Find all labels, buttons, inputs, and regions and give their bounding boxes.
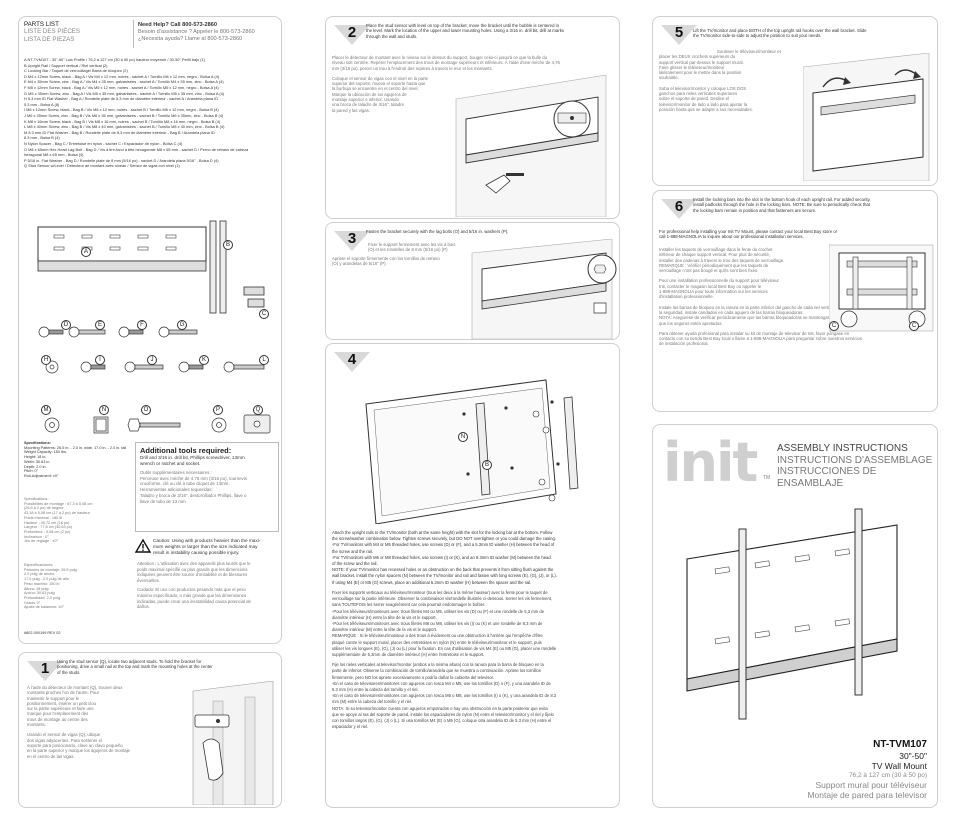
- step-6-help: For professional help installing your In…: [659, 229, 838, 240]
- step-4-illustration: [365, 379, 579, 524]
- label-j: J: [147, 355, 157, 365]
- label-p: P: [213, 405, 223, 415]
- step-6-illustration: [829, 244, 934, 332]
- specs-en: Specifications: Mounting Patterns: 26.5 …: [24, 441, 127, 478]
- step-5-illustration: [803, 53, 930, 181]
- step-1-text: Using the stud sensor (Q), locate two ad…: [57, 659, 213, 675]
- label-b: B: [482, 460, 492, 470]
- step-3-number: 3: [334, 229, 380, 255]
- label-c: C: [259, 309, 269, 319]
- step-4-panel: 4 N B B Attach the upright rails to the …: [325, 343, 620, 808]
- step-2-text: Place the stud sensor with level on top …: [366, 23, 564, 39]
- parts-title: PARTS LIST LISTE DES PIÈCES LISTA DE PIE…: [24, 21, 81, 43]
- step-1-illustration: [192, 681, 274, 805]
- label-e: E: [95, 320, 105, 330]
- label-h: H: [41, 355, 51, 365]
- step-6-number: 6: [661, 197, 707, 223]
- label-g: G: [177, 320, 187, 330]
- caution-block: Caution: Using with products heavier tha…: [135, 538, 261, 610]
- cover-product-illustration: [686, 508, 898, 720]
- label-d: D: [61, 320, 71, 330]
- step-5-text: Lift the TV/monitor and place BOTH of th…: [693, 28, 867, 39]
- size-label-fr: 76,2 à 127 cm (30 à 50 po): [848, 772, 927, 779]
- label-q: Q: [253, 405, 263, 415]
- step-2-panel: 2 Place the stud sensor with level on to…: [325, 16, 620, 219]
- step-6-text: Install the locking bars into the slot i…: [693, 197, 871, 213]
- step-2-text-fr: Placer le détecteur de montant avec le n…: [332, 55, 560, 113]
- trademark: TM: [763, 475, 771, 481]
- step-5-number: 5: [661, 23, 707, 49]
- help-box: Need Help? Call 800-573-2860 Besoin d'as…: [133, 20, 279, 48]
- label-o: O: [141, 405, 151, 415]
- wall-plate-a: [37, 226, 207, 272]
- label-f: F: [137, 320, 147, 330]
- brand-logo: init: [663, 431, 758, 494]
- step-2-number: 2: [334, 23, 380, 49]
- step-3-illustration: [471, 239, 617, 339]
- product-label: TV Wall Mount: [871, 761, 927, 771]
- label-n: N: [99, 405, 109, 415]
- label-c: C: [909, 321, 919, 331]
- step-4-number: 4: [334, 350, 380, 376]
- step-1-text-fr: À l'aide du détecteur de montant (Q), tr…: [27, 685, 130, 759]
- step-4-text: Attach the upright rails to the TV/monit…: [332, 530, 557, 585]
- label-l: L: [259, 355, 269, 365]
- parts-list-panel: PARTS LIST LISTE DES PIÈCES LISTA DE PIE…: [18, 16, 282, 644]
- step-5-text-fr: Soulever le téléviseur/moniteur et place…: [659, 49, 781, 112]
- label-a: A: [81, 247, 91, 257]
- parts-items: A NT-TVM107 - 30"-50" Low Profile / 76,2…: [24, 57, 249, 169]
- label-m: M: [41, 405, 51, 415]
- step-3-panel: 3 Fasten the bracket securely with the l…: [325, 222, 620, 340]
- label-b: B: [223, 240, 233, 250]
- label-n: N: [458, 432, 468, 442]
- label-i: I: [95, 355, 105, 365]
- step-6-panel: 6 Install the locking bars into the slot…: [652, 190, 938, 412]
- label-c: C: [829, 321, 839, 331]
- label-k: K: [199, 355, 209, 365]
- step-4-text-fr: Fixer les supports verticaux au télévise…: [332, 590, 557, 730]
- step-3-text: Fasten the bracket securely with the lag…: [366, 229, 509, 234]
- tools-box: Additional tools required: Drill and 3/1…: [135, 442, 279, 532]
- step-3-text-fr: Fixer le support fermement avec les vis …: [332, 242, 456, 266]
- locking-bar-c: [243, 286, 265, 308]
- step-5-panel: 5 Lift the TV/monitor and place BOTH of …: [652, 16, 938, 186]
- specs-fr: Spécifications : Possibilités de montage…: [24, 497, 93, 544]
- hardware-illustration: [37, 220, 271, 434]
- step-1-number: 1: [27, 659, 73, 685]
- model-block: NT-TVM107 30"-50" TV Wall Mount 76,2 à 1…: [807, 739, 927, 800]
- model-number: NT-TVM107: [873, 739, 927, 750]
- step-6-text-fr: Installer les taquets de verrouillage da…: [659, 247, 863, 347]
- warning-icon: [135, 539, 151, 553]
- step-1-panel: 1 Using the stud sensor (Q), locate two …: [18, 652, 282, 808]
- cover-panel: init TM ASSEMBLY INSTRUCTIONS INSTRUCTIO…: [652, 424, 938, 808]
- doc-code: #802-000199 REV 02: [24, 631, 61, 635]
- upright-rails-b: [209, 220, 227, 314]
- specs-es: Especificaciones: Patrones de montaje: 2…: [24, 563, 80, 610]
- step-2-illustration: [455, 75, 607, 217]
- product-label-es: Montaje de pared para televisor: [807, 790, 927, 800]
- size-label: 30"-50": [899, 751, 927, 761]
- product-label-fr: Support mural pour téléviseur: [815, 780, 927, 790]
- cover-title: ASSEMBLY INSTRUCTIONS INSTRUCTIONS D'ASS…: [777, 443, 933, 489]
